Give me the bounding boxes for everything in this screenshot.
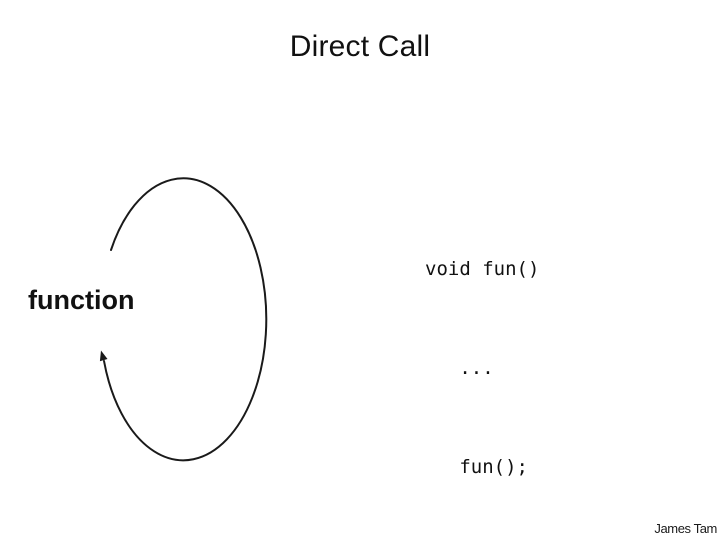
code-block: void fun() ... fun(); (425, 187, 539, 540)
function-label: function (28, 285, 135, 315)
code-line: fun(); (425, 456, 528, 478)
code-line: void fun() (425, 258, 540, 280)
arrowhead-icon (99, 350, 108, 362)
code-line: ... (425, 357, 494, 379)
slide-title: Direct Call (289, 30, 431, 63)
loop-arc (103, 177, 268, 462)
author-credit: James Tam (654, 521, 717, 536)
